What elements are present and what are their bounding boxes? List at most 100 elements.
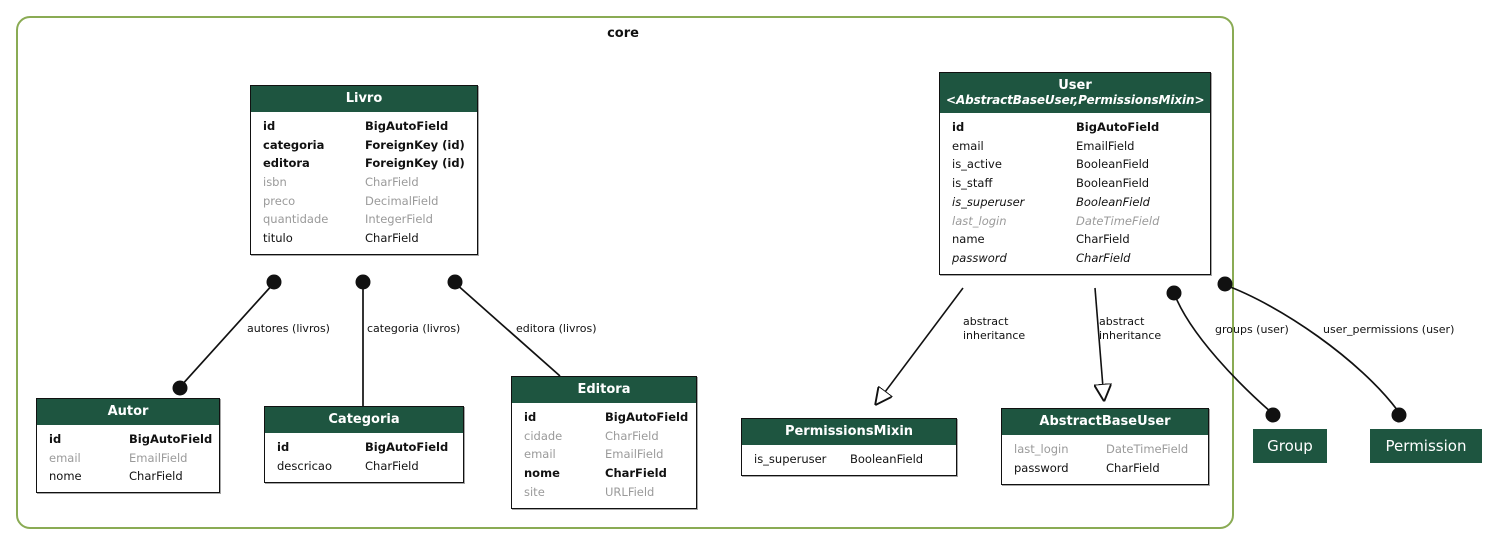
field-name: last_login [1014, 441, 1069, 456]
model-categoria-fields: id BigAutoField descricao CharField [265, 433, 463, 481]
field-type: IntegerField [365, 212, 433, 227]
model-user-header: User <AbstractBaseUser,PermissionsMixin> [940, 73, 1210, 114]
field-name: site [524, 484, 545, 499]
field-name: descricao [277, 458, 333, 473]
field-row: is_superuser BooleanField [742, 450, 956, 469]
field-row: last_login DateTimeField [940, 212, 1210, 231]
model-autor-fields: id BigAutoField email EmailField nome Ch… [37, 425, 219, 492]
model-abstractbaseuser-title: AbstractBaseUser [1039, 414, 1171, 429]
app-frame-core [16, 16, 1234, 529]
field-name: nome [524, 465, 560, 480]
field-type: CharField [1106, 460, 1160, 475]
field-row: titulo CharField [251, 229, 477, 248]
model-user[interactable]: User <AbstractBaseUser,PermissionsMixin>… [939, 72, 1211, 275]
edge-label-groups-user: groups (user) [1215, 323, 1289, 336]
field-type: CharField [605, 465, 667, 480]
field-row: id BigAutoField [251, 117, 477, 136]
field-type: BigAutoField [605, 409, 689, 424]
field-row: cidade CharField [512, 427, 696, 446]
field-type: EmailField [129, 450, 188, 465]
field-row: email EmailField [940, 137, 1210, 156]
node-permission[interactable]: Permission [1370, 429, 1482, 463]
field-row: preco DecimalField [251, 192, 477, 211]
node-group[interactable]: Group [1253, 429, 1327, 463]
model-abstractbaseuser-fields: last_login DateTimeField password CharFi… [1002, 435, 1208, 483]
field-type: DecimalField [365, 193, 439, 208]
model-livro[interactable]: Livro id BigAutoField categoria ForeignK… [250, 85, 478, 256]
field-name: is_superuser [754, 451, 827, 466]
field-row: isbn CharField [251, 173, 477, 192]
field-row: nome CharField [37, 468, 219, 487]
field-type: CharField [1076, 232, 1130, 247]
field-row: id BigAutoField [37, 430, 219, 449]
field-type: CharField [605, 428, 659, 443]
field-type: CharField [365, 174, 419, 189]
model-editora[interactable]: Editora id BigAutoField cidade CharField… [511, 376, 697, 509]
field-row: password CharField [1002, 459, 1208, 478]
field-type: ForeignKey (id) [365, 156, 465, 171]
field-row: editora ForeignKey (id) [251, 155, 477, 174]
model-autor-title: Autor [107, 404, 149, 419]
field-row: quantidade IntegerField [251, 211, 477, 230]
field-type: CharField [1076, 250, 1131, 265]
field-row: last_login DateTimeField [1002, 440, 1208, 459]
field-name: categoria [263, 137, 325, 152]
field-name: quantidade [263, 212, 329, 227]
field-name: email [524, 447, 556, 462]
field-row: is_staff BooleanField [940, 175, 1210, 194]
edge-label-abstract-inheritance-abstractbaseuser: abstract inheritance [1099, 315, 1162, 342]
model-livro-header: Livro [251, 86, 477, 113]
model-autor[interactable]: Autor id BigAutoField email EmailField n… [36, 398, 220, 494]
edge-label-abstract-inheritance-permissionsmixin: abstract inheritance [963, 315, 1026, 342]
field-name: id [277, 439, 290, 454]
model-user-fields: id BigAutoField email EmailField is_acti… [940, 113, 1210, 274]
field-row: name CharField [940, 231, 1210, 250]
field-row: is_superuser BooleanField [940, 193, 1210, 212]
field-row: is_active BooleanField [940, 156, 1210, 175]
model-abstractbaseuser-header: AbstractBaseUser [1002, 409, 1208, 436]
model-editora-title: Editora [577, 382, 631, 397]
field-name: id [952, 120, 965, 135]
field-row: email EmailField [37, 449, 219, 468]
field-row: id BigAutoField [512, 408, 696, 427]
field-row: nome CharField [512, 464, 696, 483]
model-categoria[interactable]: Categoria id BigAutoField descricao Char… [264, 406, 464, 483]
field-name: password [1014, 460, 1069, 475]
field-type: CharField [129, 469, 183, 484]
field-row: id BigAutoField [940, 118, 1210, 137]
field-type: URLField [605, 484, 655, 499]
field-name: id [49, 431, 62, 446]
model-categoria-header: Categoria [265, 407, 463, 434]
field-type: BooleanField [1076, 176, 1150, 191]
field-type: BigAutoField [365, 118, 449, 133]
model-user-bases: <AbstractBaseUser,PermissionsMixin> [946, 93, 1205, 108]
model-livro-fields: id BigAutoField categoria ForeignKey (id… [251, 112, 477, 254]
model-abstractbaseuser[interactable]: AbstractBaseUser last_login DateTimeFiel… [1001, 408, 1209, 485]
model-permissionsmixin-title: PermissionsMixin [784, 424, 914, 439]
field-type: CharField [365, 231, 419, 246]
edge-label-autores-livros: autores (livros) [247, 322, 330, 335]
field-type: EmailField [1076, 138, 1135, 153]
field-row: descricao CharField [265, 457, 463, 476]
field-name: email [952, 138, 984, 153]
field-type: EmailField [605, 447, 664, 462]
field-name: last_login [952, 213, 1007, 228]
model-categoria-title: Categoria [328, 412, 400, 427]
field-name: nome [49, 469, 82, 484]
model-permissionsmixin[interactable]: PermissionsMixin is_superuser BooleanFie… [741, 418, 957, 477]
field-name: email [49, 450, 81, 465]
edge-label-categoria-livros: categoria (livros) [367, 322, 461, 335]
field-type: BigAutoField [365, 439, 449, 454]
field-type: BooleanField [1076, 194, 1150, 209]
field-name: is_active [952, 157, 1002, 172]
model-editora-header: Editora [512, 377, 696, 404]
field-name: is_staff [952, 176, 993, 191]
model-permissionsmixin-header: PermissionsMixin [742, 419, 956, 446]
field-type: BigAutoField [129, 431, 213, 446]
field-type: BooleanField [850, 451, 924, 466]
field-name: titulo [263, 231, 293, 246]
field-row: categoria ForeignKey (id) [251, 136, 477, 155]
field-name: name [952, 232, 985, 247]
field-row: site URLField [512, 483, 696, 502]
